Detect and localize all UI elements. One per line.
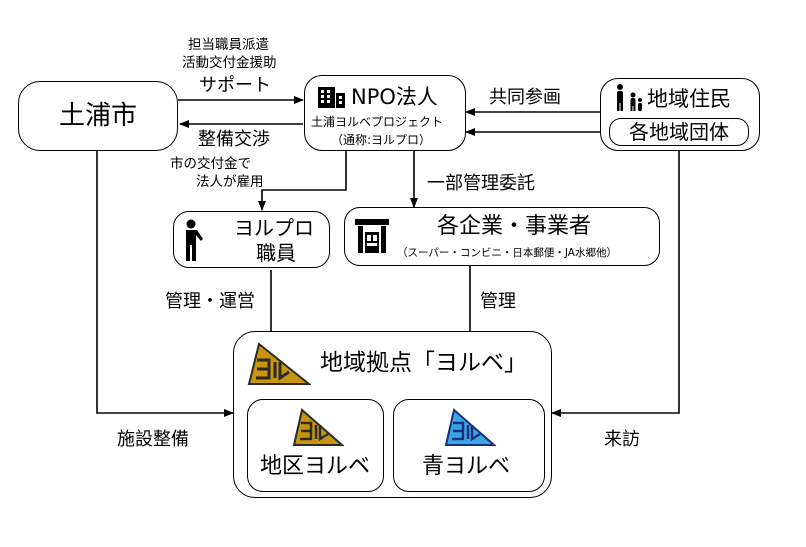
support-detail-line1: 担当職員派遣 bbox=[188, 37, 269, 53]
npo-project: 土浦ヨルベプロジェクト bbox=[311, 115, 444, 129]
groups-label: 各地域団体 bbox=[629, 120, 729, 144]
staff-node: ヨルプロ 職員 bbox=[173, 211, 330, 268]
employ-line2: 法人が雇用 bbox=[196, 174, 264, 190]
companies-node: 各企業・事業者 （スーパー・コンビニ・日本郵便・JA水郷他） bbox=[344, 207, 660, 266]
staff-line2: 職員 bbox=[256, 241, 296, 265]
outsource-label: 一部管理委託 bbox=[427, 173, 535, 194]
coordination-label: 整備交渉 bbox=[198, 129, 270, 150]
store-icon bbox=[355, 219, 389, 253]
district-yorube-logo-icon bbox=[292, 408, 344, 446]
residents-node: 地域住民 各地域団体 bbox=[600, 78, 760, 151]
blue-yorube-label: 青ヨルベ bbox=[422, 454, 511, 479]
support-label: サポート bbox=[199, 75, 271, 96]
arrow-facility bbox=[96, 151, 234, 417]
residents-label: 地域住民 bbox=[647, 87, 731, 111]
visit-label: 来訪 bbox=[604, 429, 640, 450]
facility-label: 施設整備 bbox=[117, 429, 189, 450]
blue-yorube-logo-icon bbox=[444, 408, 496, 446]
city-label: 土浦市 bbox=[58, 101, 137, 131]
participation-label: 共同参画 bbox=[489, 87, 561, 108]
npo-title: NPO法人 bbox=[351, 85, 438, 109]
management-label: 管理 bbox=[480, 291, 516, 312]
building-icon bbox=[318, 87, 345, 108]
district-yorube-node: 地区ヨルベ bbox=[247, 399, 384, 492]
support-detail-line2: 活動交付金援助 bbox=[182, 55, 277, 71]
family-icon bbox=[617, 84, 642, 111]
npo-alias: （通称:ヨルプロ） bbox=[331, 133, 432, 147]
blue-yorube-node: 青ヨルベ bbox=[393, 399, 545, 492]
hub-node: 地域拠点「ヨルベ」 地区ヨルベ 青ヨルベ bbox=[233, 331, 552, 498]
groups-node: 各地域団体 bbox=[609, 118, 749, 146]
yorube-logo-icon bbox=[247, 342, 311, 385]
npo-node: NPO法人 土浦ヨルベプロジェクト （通称:ヨルプロ） bbox=[304, 75, 466, 151]
staff-person-icon bbox=[185, 219, 203, 261]
companies-sub: （スーパー・コンビニ・日本郵便・JA水郷他） bbox=[397, 247, 617, 259]
companies-title: 各企業・事業者 bbox=[437, 214, 592, 239]
arrow-employ bbox=[258, 151, 347, 211]
hub-title: 地域拠点「ヨルベ」 bbox=[320, 350, 527, 376]
management-ops-label: 管理・運営 bbox=[165, 291, 255, 312]
arrow-visit bbox=[551, 151, 680, 417]
district-yorube-label: 地区ヨルベ bbox=[260, 454, 371, 479]
employ-line1: 市の交付金で bbox=[170, 156, 251, 172]
staff-line1: ヨルプロ bbox=[234, 216, 314, 240]
city-node: 土浦市 bbox=[18, 81, 178, 151]
